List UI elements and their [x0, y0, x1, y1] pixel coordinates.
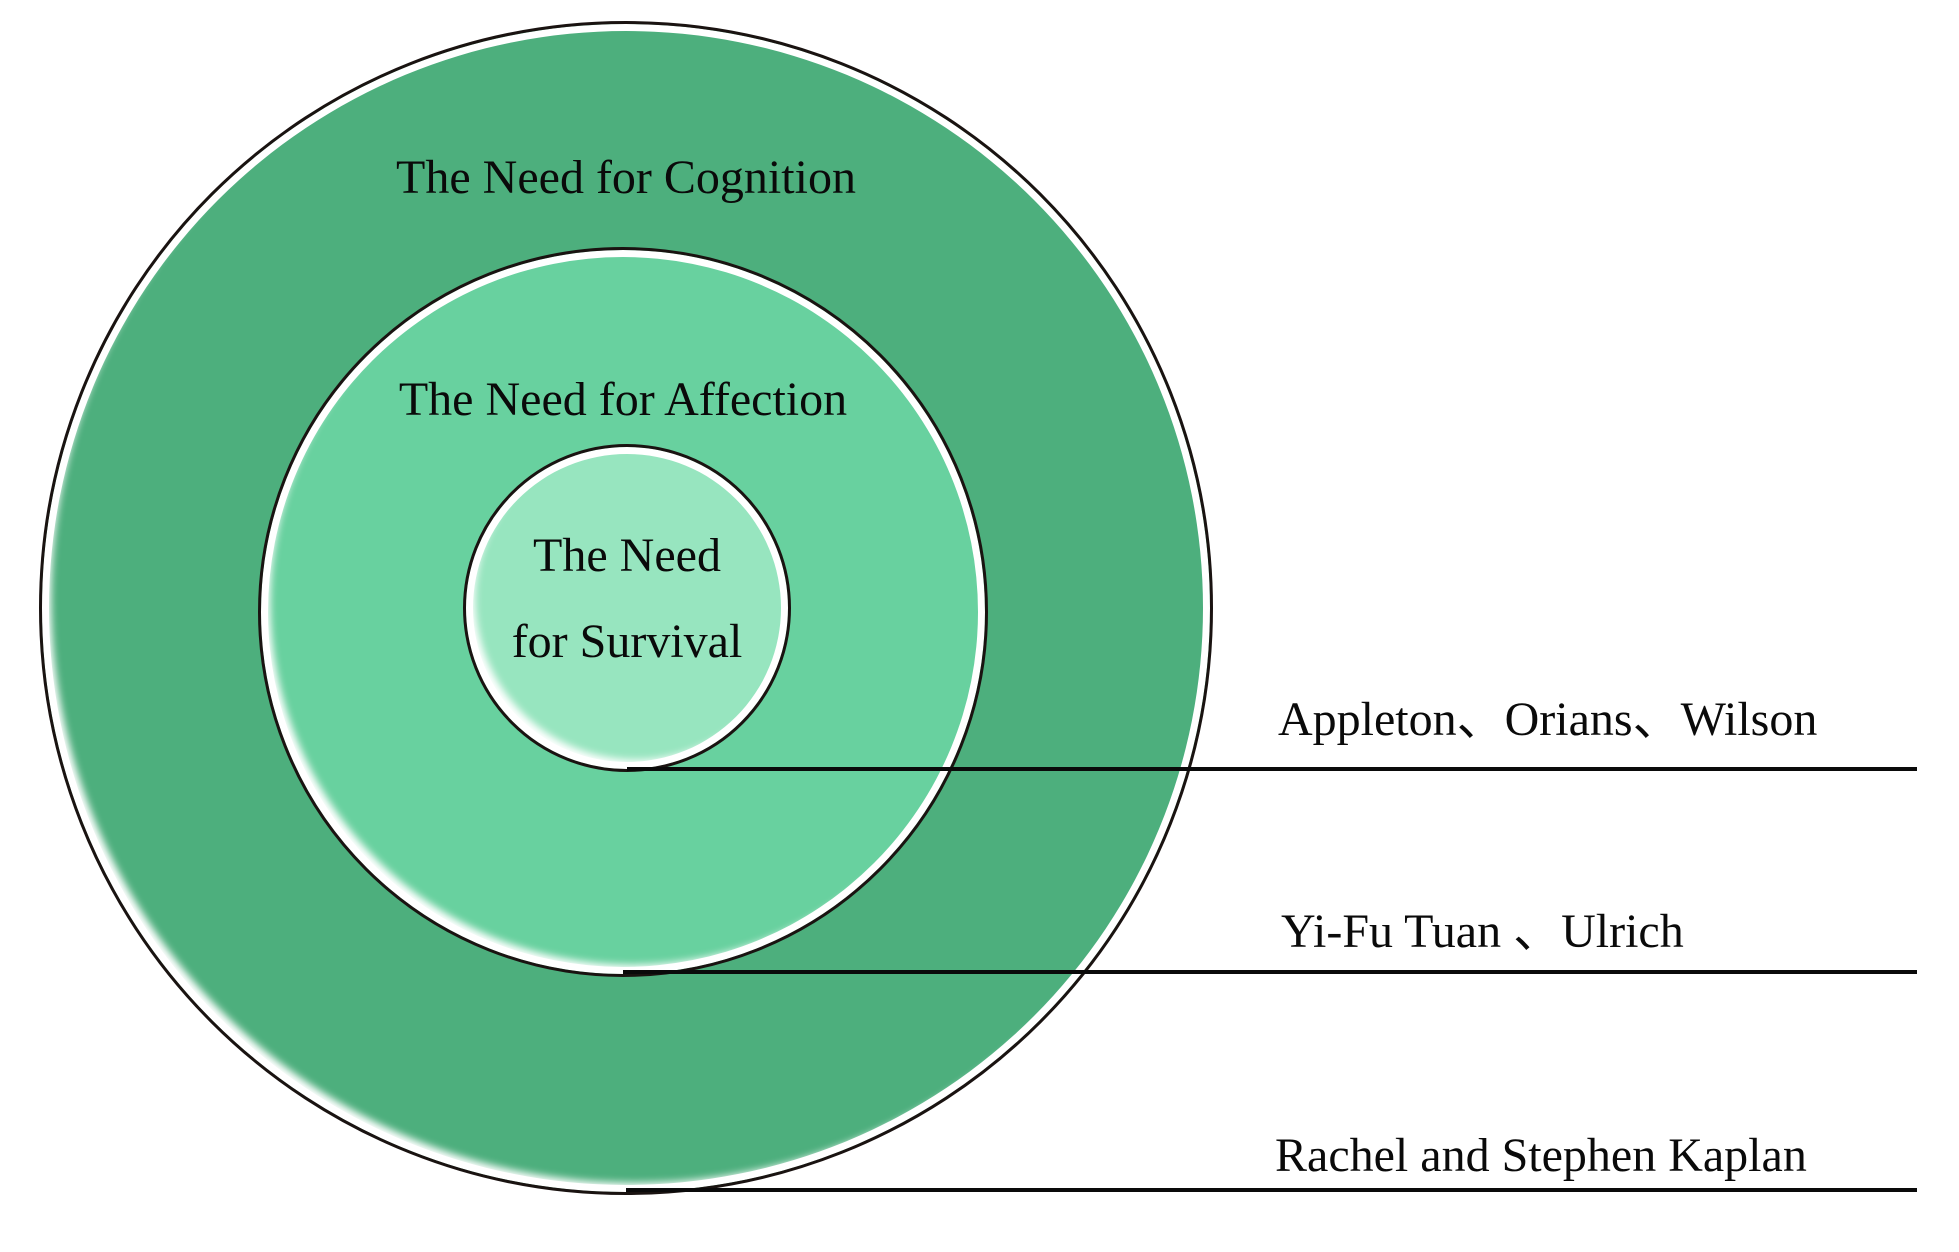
- callout-line-survival: [627, 767, 1917, 771]
- annotation-cognition-authors: Rachel and Stephen Kaplan: [1275, 1129, 1807, 1182]
- callout-line-affection: [623, 970, 1917, 974]
- annotation-survival-authors: Appleton、Orians、Wilson: [1278, 693, 1818, 746]
- circle-survival-label-line2: for Survival: [511, 615, 743, 668]
- callout-line-cognition: [626, 1188, 1917, 1192]
- circle-survival: [463, 444, 791, 772]
- annotation-affection-authors: Yi-Fu Tuan 、Ulrich: [1281, 905, 1684, 958]
- circle-cognition-label: The Need for Cognition: [396, 151, 856, 204]
- circle-survival-label-line1: The Need: [533, 529, 721, 582]
- circle-affection-label: The Need for Affection: [398, 373, 848, 426]
